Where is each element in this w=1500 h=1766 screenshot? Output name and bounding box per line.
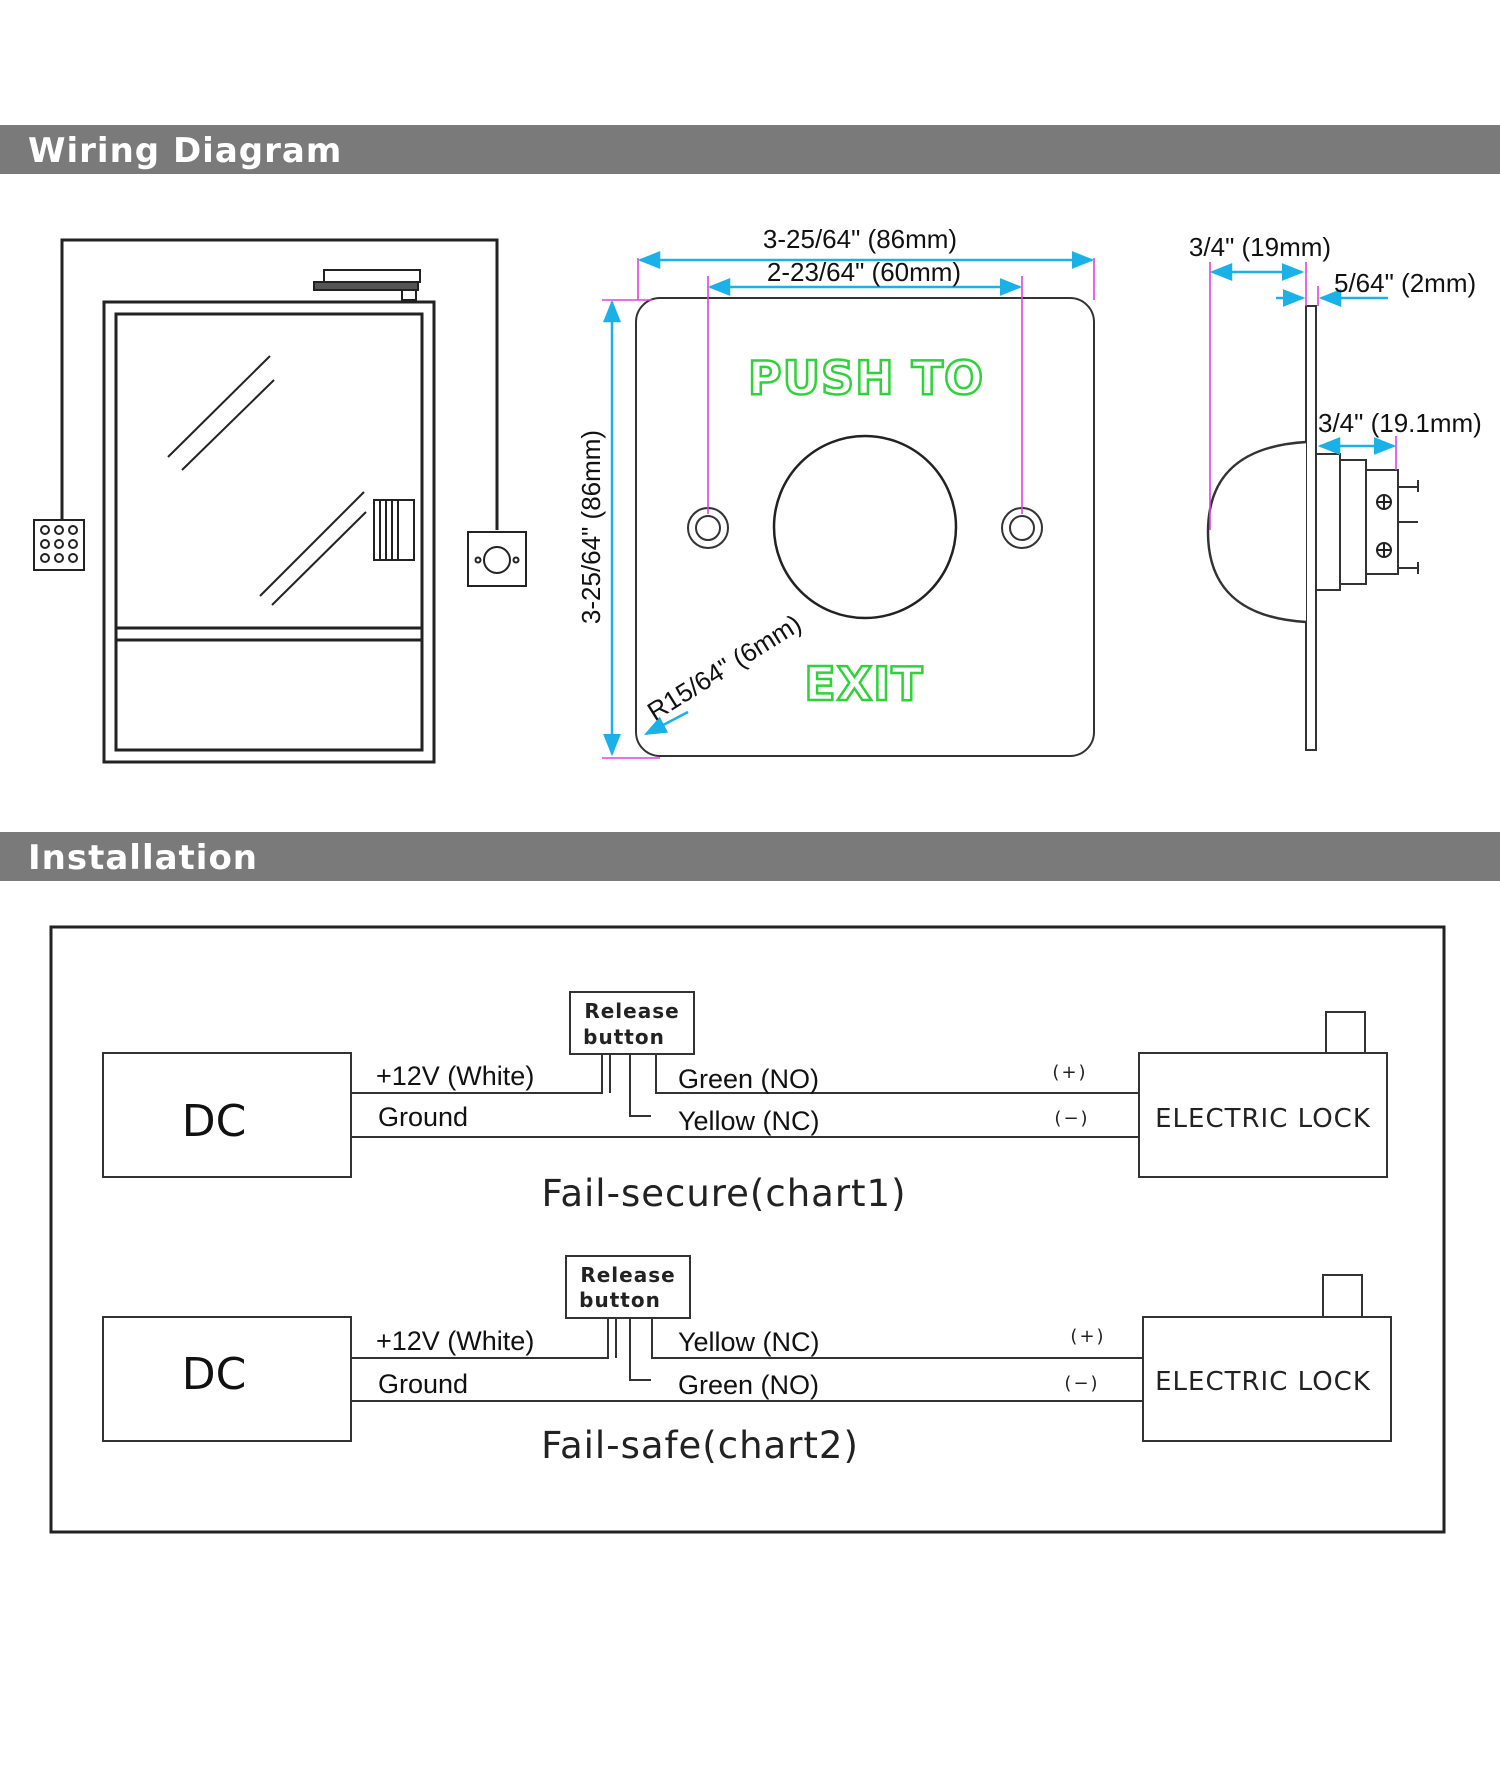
door-frame-outer <box>102 300 436 764</box>
electric-lock-label: ELECTRIC LOCK <box>1155 1104 1371 1134</box>
top-output-label: Yellow (NC) <box>678 1327 820 1357</box>
bottom-output-label: Green (NO) <box>678 1370 819 1400</box>
dim-width-label: 3-25/64" (86mm) <box>763 224 957 254</box>
dim-arrow-radius <box>644 710 689 736</box>
positive-wire-label: +12V (White) <box>376 1326 534 1356</box>
bottom-output-label: Yellow (NC) <box>678 1106 820 1136</box>
release-label-1: Release <box>580 1263 675 1287</box>
door-illustration <box>33 238 527 764</box>
dc-label: DC <box>182 1349 247 1400</box>
lock-bolt <box>1325 1011 1366 1054</box>
dc-box <box>102 1316 352 1442</box>
side-dimension-arrows <box>1209 263 1397 455</box>
section-header-installation: Installation <box>0 832 1500 881</box>
release-label-1: Release <box>584 999 679 1023</box>
ground-wire-label: Ground <box>378 1369 468 1399</box>
negative-polarity-label: (−) <box>1064 1373 1099 1394</box>
chart-caption: Fail-secure(chart1) <box>541 1172 906 1215</box>
dim-thickness-label: 5/64" (2mm) <box>1334 268 1476 298</box>
chart-caption: Fail-safe(chart2) <box>541 1424 859 1467</box>
keypad-icon <box>33 519 85 571</box>
push-button-circle <box>772 434 958 620</box>
section-title-installation: Installation <box>28 838 259 878</box>
electric-lock-box <box>1138 1052 1388 1178</box>
positive-wire-label: +12V (White) <box>376 1061 534 1091</box>
release-button-box <box>565 1255 691 1319</box>
exit-button-icon <box>467 531 527 587</box>
dimension-arrows <box>603 251 1095 757</box>
section-header-wiring: Wiring Diagram <box>0 125 1500 174</box>
dim-depth-label: 3/4" (19mm) <box>1189 232 1331 262</box>
top-output-label: Green (NO) <box>678 1064 819 1094</box>
dome-button <box>1206 440 1307 624</box>
chart-fail-safe: DC ELECTRIC LOCK Release button +12V (Wh… <box>102 1255 1392 1467</box>
chart2-wires <box>351 1318 1143 1402</box>
ground-wire-label: Ground <box>378 1102 468 1132</box>
dim-height-label: 3-25/64" (86mm) <box>576 430 606 624</box>
dc-box <box>102 1052 352 1178</box>
release-label-2: button <box>579 1288 661 1312</box>
side-plate <box>1305 305 1317 751</box>
glass-reflection-2 <box>259 491 365 597</box>
magnetic-lock-icon <box>313 269 421 301</box>
exit-text: EXIT <box>804 657 923 711</box>
wiring-route-line <box>60 238 499 530</box>
side-view: 3/4" (19mm) 5/64" (2mm) 3/4" (19.1mm) <box>1189 232 1482 751</box>
positive-polarity-label: (+) <box>1052 1062 1087 1083</box>
dim-dome-label: 3/4" (19.1mm) <box>1318 408 1482 438</box>
push-to-text: PUSH TO <box>748 351 984 405</box>
terminal-screw-icon <box>1376 494 1392 558</box>
chart-fail-secure: DC ELECTRIC LOCK Release button +12V (Wh… <box>102 991 1388 1215</box>
door-handle <box>373 499 415 561</box>
faceplate <box>635 297 1095 757</box>
electric-lock-box <box>1142 1316 1392 1442</box>
glass-reflection-1 <box>167 355 271 458</box>
chart1-wires <box>351 1054 1139 1138</box>
release-label-2: button <box>583 1025 665 1049</box>
extension-lines <box>602 258 1095 759</box>
section-title-wiring: Wiring Diagram <box>28 131 343 171</box>
positive-polarity-label: (+) <box>1070 1326 1105 1347</box>
dim-holes-label: 2-23/64" (60mm) <box>767 257 961 287</box>
door-frame-inner <box>114 312 424 752</box>
negative-polarity-label: (−) <box>1054 1108 1089 1129</box>
front-view: 3-25/64" (86mm) 2-23/64" (60mm) 3-25/64"… <box>576 224 1095 759</box>
switch-body <box>1315 453 1419 591</box>
dc-label: DC <box>182 1096 247 1147</box>
installation-frame <box>49 925 1446 1534</box>
electric-lock-label: ELECTRIC LOCK <box>1155 1367 1371 1397</box>
lock-bolt <box>1322 1274 1363 1318</box>
release-button-box <box>569 991 695 1055</box>
